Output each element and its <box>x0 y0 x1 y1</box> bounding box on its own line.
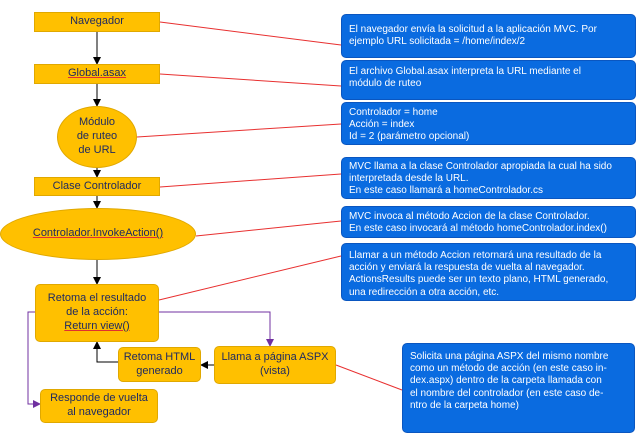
note-aspx-line-2: como un método de acción (en este caso i… <box>410 363 607 375</box>
global-asax-node: Global.asax <box>34 64 160 84</box>
retoma-resultado-node: Retoma el resultado de la acción: Return… <box>35 284 159 342</box>
note-invoke-line-1: MVC invoca al método Accion de la clase … <box>349 211 590 222</box>
note-aspx-line-1: Solicita una página ASPX del mismo nombr… <box>410 351 609 362</box>
note-aspx-line-4: el nombre del controlador (en este caso … <box>410 387 604 399</box>
note-ruteo-line-3: Id = 2 (parámetro opcional) <box>349 131 470 143</box>
note-retoma-line-3: ActionsResults puede ser un texto plano,… <box>349 274 609 286</box>
modulo-ruteo-line-2: de ruteo <box>76 130 118 143</box>
note-clase-line-2: interpretada desde la URL. <box>349 173 469 185</box>
modulo-ruteo-line-1: Módulo <box>78 116 116 129</box>
note-invoke-action: MVC invoca al método Accion de la clase … <box>341 206 636 238</box>
note-retoma-resultado: Llamar a un método Accion retornará una … <box>341 243 636 301</box>
llama-pagina-line-1: Llama a página ASPX <box>221 351 329 364</box>
note-clase-line-1: MVC llama a la clase Controlador apropia… <box>349 161 612 172</box>
note-aspx-line-5: ntro de la carpeta home) <box>410 399 519 411</box>
responde-line-1: Responde de vuelta <box>50 392 148 405</box>
responde-navegador-node: Responde de vuelta al navegador <box>40 389 158 423</box>
callout-line-aspx <box>335 364 403 391</box>
note-global-line-1: El archivo Global.asax interpreta la URL… <box>349 66 581 77</box>
retoma-html-line-1: Retoma HTML <box>123 350 196 363</box>
arrow-retoma-to-responde <box>27 311 41 408</box>
note-retoma-line-4: una redirección a otra acción, etc. <box>349 286 500 298</box>
callout-line-invoke <box>195 220 342 237</box>
note-navegador-line-1: El navegador envía la solicitud a la apl… <box>349 24 597 35</box>
arrow-html-to-retoma <box>93 341 118 363</box>
note-global-asax: El archivo Global.asax interpreta la URL… <box>341 60 636 100</box>
note-clase-line-3: En este caso llamará a homeControlador.c… <box>349 185 543 197</box>
retoma-resultado-line-3: Return view() <box>64 319 130 332</box>
note-ruteo-line-2: Acción = index <box>349 119 415 131</box>
retoma-html-node: Retoma HTML generado <box>118 347 201 382</box>
arrow-retoma-to-aspx <box>159 311 274 347</box>
note-navegador-line-2: ejemplo URL solicitada = /home/index/2 <box>349 36 526 48</box>
clase-controlador-label: Clase Controlador <box>52 179 142 192</box>
responde-line-2: al navegador <box>67 406 131 418</box>
global-asax-label: Global.asax <box>67 67 127 80</box>
callout-line-clase <box>159 173 342 188</box>
note-retoma-line-1: Llamar a un método Accion retornará una … <box>349 250 602 261</box>
retoma-resultado-line-1: Retoma el resultado <box>47 292 147 305</box>
retoma-resultado-line-2: de la acción: <box>66 306 128 319</box>
note-aspx-line-3: dex.aspx) dentro de la carpeta llamada c… <box>410 375 602 387</box>
invoke-action-label: Controlador.InvokeAction() <box>32 227 164 240</box>
note-aspx: Solicita una página ASPX del mismo nombr… <box>402 343 635 433</box>
note-navegador: El navegador envía la solicitud a la apl… <box>341 14 636 58</box>
note-retoma-line-2: acción y enviará la respuesta de vuelta … <box>349 262 585 274</box>
modulo-ruteo-node: Módulo de ruteo de URL <box>57 106 137 168</box>
llama-pagina-line-2: (vista) <box>260 365 290 377</box>
clase-controlador-node: Clase Controlador <box>34 177 160 196</box>
retoma-html-line-2: generado <box>136 364 183 377</box>
note-clase-controlador: MVC llama a la clase Controlador apropia… <box>341 157 636 199</box>
note-ruteo: Controlador = home Acción = index Id = 2… <box>341 102 636 145</box>
navegador-node: Navegador <box>34 12 160 32</box>
callout-line-retoma <box>158 255 342 301</box>
callout-line-ruteo <box>136 123 342 138</box>
modulo-ruteo-line-3: de URL <box>78 143 116 156</box>
note-global-line-2: módulo de ruteo <box>349 78 422 90</box>
callout-line-navegador <box>159 21 342 46</box>
llama-pagina-aspx-node: Llama a página ASPX (vista) <box>214 346 336 384</box>
callout-line-global <box>159 73 342 87</box>
invoke-action-node: Controlador.InvokeAction() <box>0 208 196 260</box>
navegador-label: Navegador <box>70 15 124 28</box>
note-ruteo-line-1: Controlador = home <box>349 107 438 118</box>
note-invoke-line-2: En este caso invocará al método homeCont… <box>349 223 607 235</box>
